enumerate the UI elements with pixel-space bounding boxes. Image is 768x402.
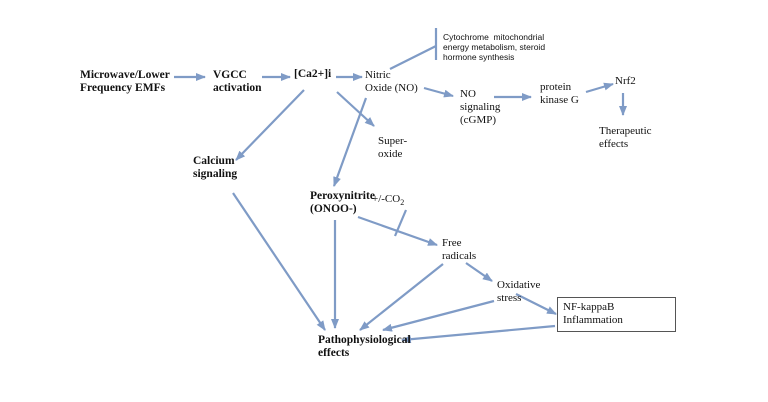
arrow-pkg-to-nrf2 <box>585 82 614 94</box>
arrow-ca-to-superoxide <box>336 91 375 127</box>
node-nitric-oxide: Nitric Oxide (NO) <box>365 69 418 94</box>
node-therapeutic-effects: Therapeutic effects <box>599 125 652 150</box>
arrow-free-radicals-to-patho <box>359 263 444 331</box>
node-oxidative-stress: Oxidative stress <box>497 279 541 304</box>
node-pathophysiological-effects: Pathophysiological effects <box>318 334 411 359</box>
co2-label: +/-CO <box>372 193 401 205</box>
node-protein-kinase-g: protein kinase G <box>540 81 579 106</box>
node-nrf2: Nrf2 <box>615 75 636 87</box>
arrow-free-radicals-to-oxidative-stress <box>465 262 493 282</box>
node-no-signaling: NO signaling (cGMP) <box>460 88 501 126</box>
node-peroxynitrite: Peroxynitrite (ONOO-) <box>310 190 375 215</box>
inhibition-bar-co2 <box>393 209 408 237</box>
arrow-no-to-peroxynitrite <box>332 97 368 187</box>
arrow-no-to-nosig <box>423 86 454 98</box>
arrow-oxidative-stress-to-patho <box>382 299 495 332</box>
node-nfkb-inflammation: NF-kappaB Inflammation <box>557 297 676 332</box>
inhibition-line-no-to-cytochrome <box>389 45 437 70</box>
arrow-oxidative-stress-to-nfkb <box>515 293 557 315</box>
node-cytochrome-metabolism: Cytochrome mitochondrial energy metaboli… <box>443 32 546 62</box>
co2-subscript: 2 <box>400 198 405 208</box>
arrow-nfkb-to-patho <box>401 324 556 344</box>
node-co2: +/-CO2 <box>372 193 404 209</box>
arrow-ca-to-calcium-signaling <box>235 89 305 161</box>
node-vgcc-activation: VGCC activation <box>213 69 262 94</box>
node-calcium-signaling: Calcium signaling <box>193 155 238 180</box>
node-superoxide: Super- oxide <box>378 135 408 160</box>
node-emf-source: Microwave/Lower Frequency EMFs <box>80 69 170 94</box>
node-intracellular-calcium: [Ca2+]i <box>294 68 332 80</box>
node-free-radicals: Free radicals <box>442 237 477 262</box>
arrow-calcium-signaling-to-patho <box>232 192 326 331</box>
